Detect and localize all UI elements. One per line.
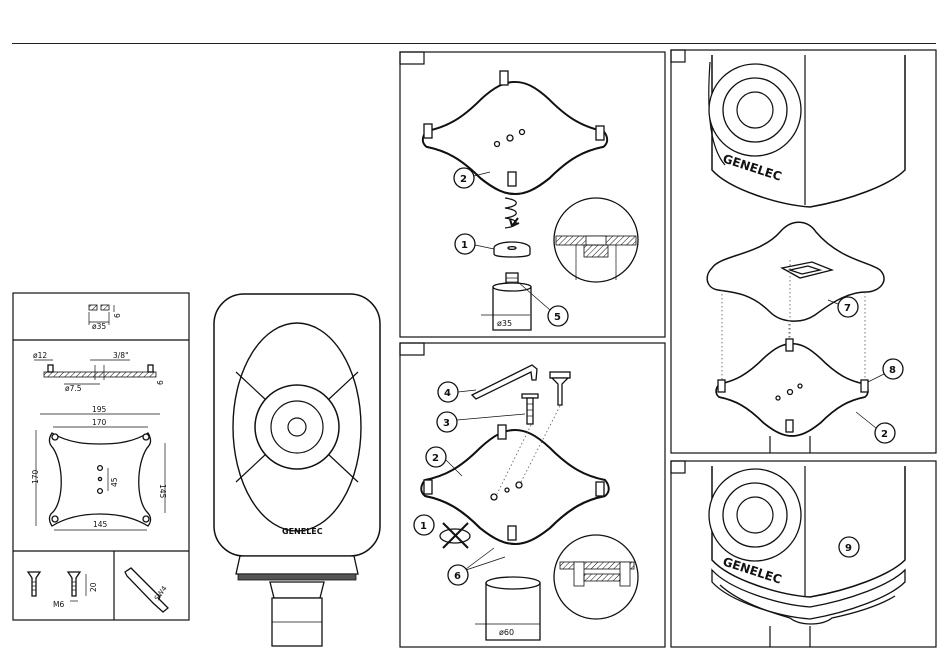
- step3-callout-plate: 2: [881, 429, 888, 440]
- step2-callout-plate: 2: [432, 453, 439, 464]
- dim-thickness-6: 6: [113, 313, 122, 318]
- dim-centre-7-5: ø7.5: [65, 384, 82, 393]
- step1-tube-diameter: ø35: [497, 319, 512, 328]
- dim-hole-spacing: 45: [110, 477, 119, 487]
- plan-view-drawing: 195 170 170 145 145 45: [31, 405, 167, 530]
- speaker-front-view: GENELEC: [214, 294, 380, 646]
- dim-right-height: 145: [158, 484, 167, 499]
- dim-diameter-35: ø35: [92, 322, 106, 331]
- step3-panel: GENELEC 7 8 2: [671, 50, 936, 453]
- top-dimension-drawing: ø35 6: [89, 305, 122, 331]
- hex-key-drawing: SW4: [125, 568, 169, 612]
- step2-tube-diameter: ø60: [499, 628, 514, 637]
- step1-panel: ø35 2 1 5: [400, 52, 665, 337]
- hex-key-size-label: SW4: [153, 584, 169, 602]
- step1-callout-plate: 2: [460, 174, 467, 185]
- step2-callout-washer: 1: [420, 521, 427, 532]
- dim-bottom-width: 145: [93, 520, 108, 529]
- step2-callout-fixing: 6: [454, 571, 461, 582]
- step2-panel: ø60 4 3 2 1 6: [400, 343, 665, 647]
- dim-hole-12: ø12: [33, 351, 47, 360]
- speaker-brand-logo: GENELEC: [282, 527, 323, 536]
- screw-drawing: M6 20: [28, 572, 98, 609]
- step4-callout-assembled: 9: [845, 543, 852, 554]
- screw-length-label: 20: [89, 582, 98, 592]
- step1-callout-thread: 5: [554, 312, 561, 323]
- dim-side-thickness: 6: [156, 380, 165, 385]
- step3-callout-pin: 8: [889, 365, 896, 376]
- step2-callout-hexkey: 4: [444, 388, 451, 399]
- step3-callout-cover: 7: [844, 303, 851, 314]
- step2-callout-screw: 3: [443, 418, 450, 429]
- dim-outer-width: 195: [92, 405, 107, 414]
- spec-panel: ø35 6 ø12 3/8" ø7.5 6 195 170: [13, 293, 189, 620]
- dim-thread-3-8: 3/8": [113, 351, 129, 360]
- screw-thread-label: M6: [53, 600, 64, 609]
- side-view-drawing: ø12 3/8" ø7.5 6: [33, 351, 165, 393]
- step4-panel: GENELEC 9: [671, 461, 936, 647]
- step1-callout-washer: 1: [461, 240, 468, 251]
- dim-inner-width: 170: [92, 418, 107, 427]
- dim-plate-height: 170: [31, 469, 40, 484]
